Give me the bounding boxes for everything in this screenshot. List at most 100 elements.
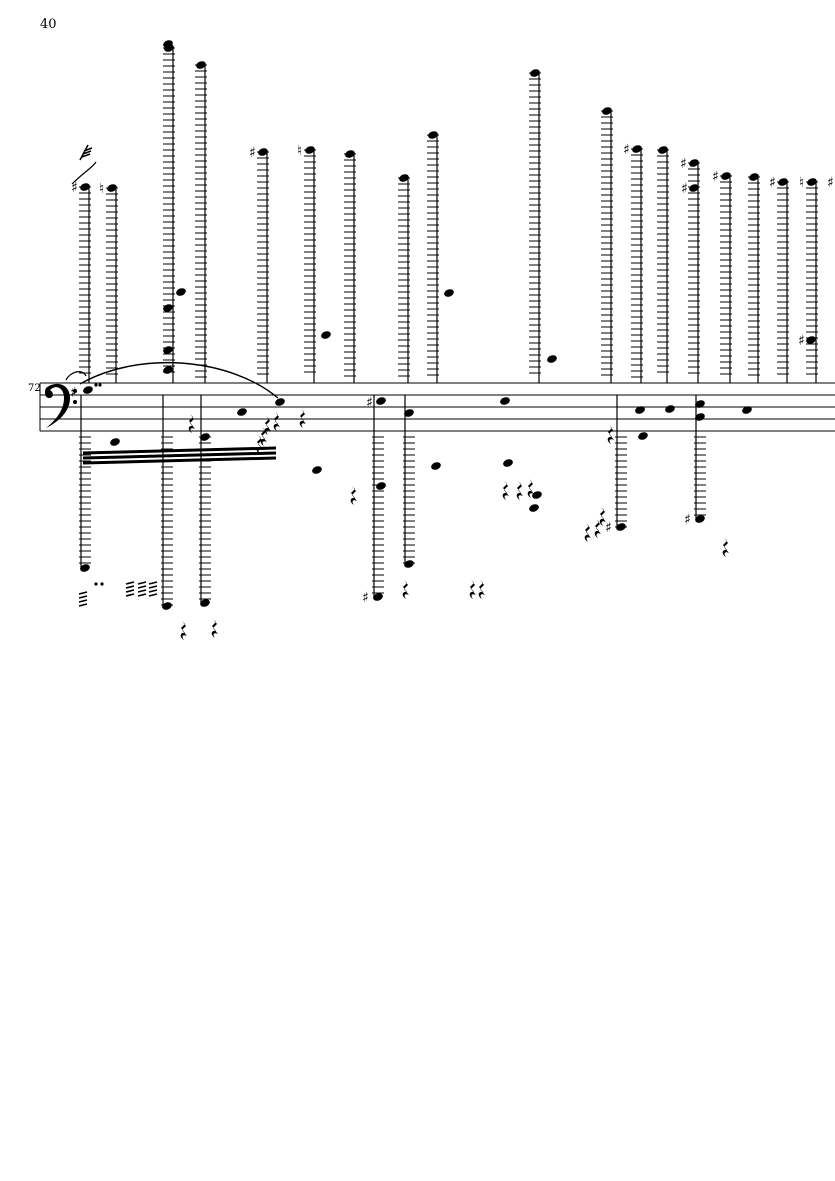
flag — [137, 581, 147, 585]
note-head — [258, 148, 268, 156]
quarter-rest — [469, 580, 476, 599]
grace-flag — [79, 144, 93, 161]
note-head — [689, 184, 699, 192]
note-head — [658, 146, 668, 154]
grace-slur — [71, 161, 97, 185]
quarter-rest — [350, 486, 357, 505]
staff — [39, 382, 835, 432]
note-head — [163, 304, 173, 312]
note-head — [444, 289, 454, 297]
quarter-rest — [256, 435, 263, 454]
note-head — [695, 515, 705, 523]
flag — [78, 591, 88, 595]
note-head — [404, 409, 414, 417]
quarter-rest — [402, 580, 409, 599]
note-head — [162, 602, 172, 610]
quarter-rest — [188, 414, 195, 433]
quarter-rest — [607, 425, 614, 444]
augmentation-dot — [94, 582, 98, 586]
note-head — [80, 564, 90, 572]
note-head — [376, 397, 386, 405]
note-head — [695, 400, 705, 408]
quarter-rest — [722, 538, 729, 557]
note-head — [110, 438, 120, 446]
quarter-rest — [478, 580, 485, 599]
note-head — [635, 406, 645, 414]
sharp-sign: ♯ — [605, 520, 612, 536]
flag — [148, 585, 158, 589]
natural-sign: ♮ — [799, 175, 804, 191]
note-head — [163, 40, 173, 48]
augmentation-dot — [98, 383, 102, 387]
note-head — [305, 146, 315, 154]
flag — [125, 581, 135, 585]
sharp-sign: ♯ — [680, 156, 687, 172]
tie — [65, 371, 87, 381]
note-head — [638, 432, 648, 440]
natural-sign: ♮ — [297, 143, 302, 159]
note-head — [200, 599, 210, 607]
beam — [82, 446, 277, 455]
note-head — [500, 397, 510, 405]
note-head — [83, 386, 93, 394]
note-head — [163, 366, 173, 374]
natural-sign: ♮ — [99, 181, 104, 197]
note-head — [80, 183, 90, 191]
sharp-sign: ♯ — [827, 175, 834, 191]
ledger-lines — [615, 436, 627, 528]
note-head — [529, 504, 539, 512]
sharp-sign: ♯ — [70, 385, 77, 401]
note-head — [376, 482, 386, 490]
note-head — [742, 406, 752, 414]
quarter-rest — [264, 416, 271, 435]
quarter-rest — [273, 412, 280, 431]
note-head — [163, 346, 173, 354]
note-head — [373, 593, 383, 601]
note-head — [695, 413, 705, 421]
flag — [125, 593, 135, 597]
flag — [148, 581, 158, 585]
sharp-sign: ♯ — [249, 145, 256, 161]
note-head — [275, 398, 285, 406]
note-head — [176, 288, 186, 296]
note-head — [807, 178, 817, 186]
note-head — [547, 355, 557, 363]
note-head — [503, 459, 513, 467]
note-head — [749, 173, 759, 181]
sharp-sign: ♯ — [623, 142, 630, 158]
augmentation-dot — [94, 383, 98, 387]
slur — [79, 362, 279, 399]
note-head — [428, 131, 438, 139]
sharp-sign: ♯ — [684, 512, 691, 528]
sharp-sign: ♯ — [362, 590, 369, 606]
quarter-rest — [180, 621, 187, 640]
augmentation-dot — [100, 582, 104, 586]
note-head — [200, 433, 210, 441]
note-head — [689, 159, 699, 167]
flag — [78, 603, 88, 607]
flag — [78, 599, 88, 603]
quarter-rest — [594, 519, 601, 538]
note-head — [806, 336, 816, 344]
note-head — [532, 491, 542, 499]
quarter-rest — [599, 507, 606, 526]
note-head — [778, 178, 788, 186]
note-head — [312, 466, 322, 474]
note-head — [530, 69, 540, 77]
note-head — [721, 172, 731, 180]
note-head — [321, 331, 331, 339]
quarter-rest — [211, 619, 218, 638]
note-head — [665, 405, 675, 413]
note-head — [107, 184, 117, 192]
quarter-rest — [584, 523, 591, 542]
ledger-lines — [403, 436, 415, 564]
page-number: 40 — [40, 17, 57, 32]
ledger-lines — [79, 436, 91, 564]
flag — [125, 589, 135, 593]
flag — [78, 595, 88, 599]
flag — [148, 593, 158, 597]
quarter-rest — [299, 409, 306, 428]
measure-number: 72 — [28, 383, 41, 394]
